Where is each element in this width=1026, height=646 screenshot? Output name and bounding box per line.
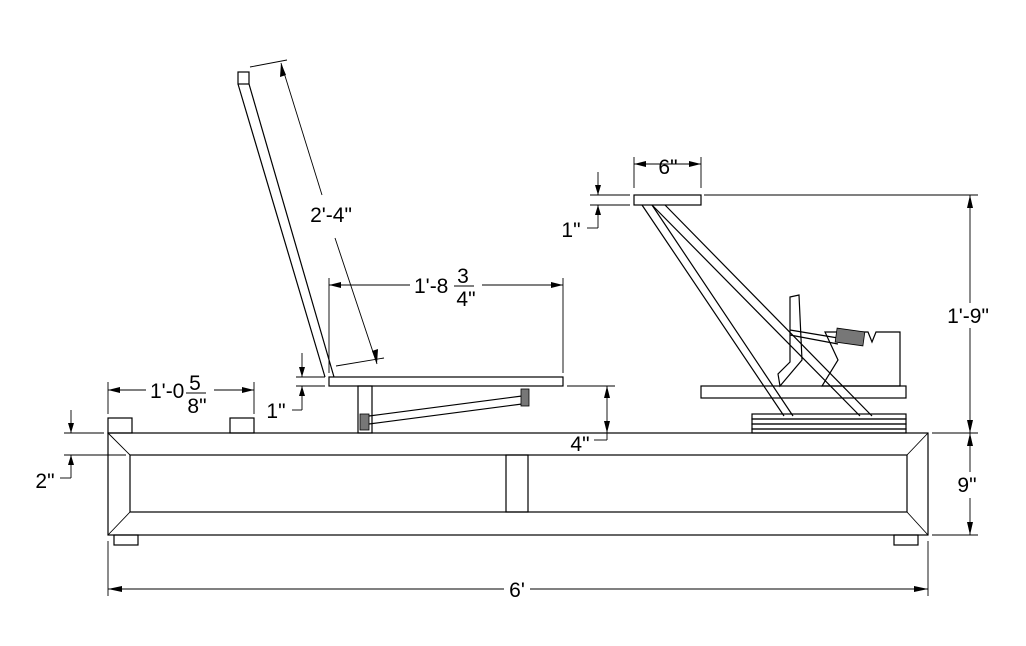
seat-length-denominator: 4" [456, 288, 475, 311]
bumper-span-denominator: 8" [187, 395, 206, 418]
base-height-label: 9" [957, 474, 976, 497]
footrest-plate [633, 194, 702, 206]
seat-length-numerator: 3 [457, 265, 469, 288]
pedal-grip [834, 327, 866, 347]
deck-plate-4 [751, 428, 907, 434]
footrest-height-label: 1'-9" [947, 305, 989, 328]
footrest-thickness-label: 1" [561, 219, 580, 242]
seat-strut-top [368, 395, 523, 417]
frame-leg-1b [651, 204, 794, 417]
base-frame [107, 432, 929, 536]
total-length-label: 6' [509, 579, 525, 602]
dim-backrest-length: 2'-4" [249, 59, 385, 367]
left-bumper [107, 417, 133, 434]
seat-post [357, 385, 373, 434]
pedal-arm-top [789, 329, 839, 339]
frame-inset-label: 2" [35, 470, 54, 493]
foot-assembly [633, 194, 907, 434]
deck-plate-2 [751, 418, 907, 425]
seat-assembly [237, 71, 564, 434]
pedal-housing [820, 331, 901, 387]
pedal-arm-bottom [789, 334, 839, 345]
footrest-width-label: 6" [658, 156, 677, 179]
seat-thickness-label: 1" [266, 400, 285, 423]
center-post [505, 454, 529, 513]
frame-leg-1a [641, 204, 785, 417]
dim-seat-length: 1'-8 3 4" [328, 265, 564, 373]
rail-board [700, 385, 907, 399]
seat-height-label: 4" [570, 433, 589, 456]
dim-frame-inset: 2" [35, 410, 126, 493]
dim-footrest-height: 1'-9" [704, 194, 989, 433]
seat-pivot [520, 388, 530, 407]
right-foot [893, 534, 919, 546]
seat-strut-bottom [368, 403, 523, 425]
dim-base-height: 9" [932, 432, 978, 536]
seat-board [328, 376, 564, 387]
right-bumper [229, 417, 255, 434]
left-foot [113, 534, 139, 546]
dim-seat-height: 4" [567, 385, 615, 456]
dim-total-length: 6' [107, 541, 929, 602]
frame-leg-2a [651, 204, 861, 417]
dim-bumper-span: 1'-0 5 8" [107, 372, 255, 418]
pedal-bracket [777, 294, 803, 388]
deck-plate-3 [751, 423, 907, 430]
seat-slider [359, 413, 370, 431]
backrest-cap [237, 71, 250, 85]
seat-length-label: 1'-8 [414, 275, 448, 298]
dim-seat-thickness: 1" [266, 353, 325, 423]
deck-plate-1 [751, 413, 907, 420]
backrest-edge-inner [248, 83, 335, 378]
bumper-span-label: 1'-0 [150, 380, 184, 403]
dim-footrest-thickness: 1" [561, 172, 630, 242]
backrest-edge-outer [237, 83, 326, 378]
backrest-length-label: 2'-4" [310, 204, 352, 227]
frame-leg-2b [664, 204, 873, 417]
dim-footrest-width: 6" [633, 156, 702, 188]
bumper-span-numerator: 5 [189, 372, 201, 395]
